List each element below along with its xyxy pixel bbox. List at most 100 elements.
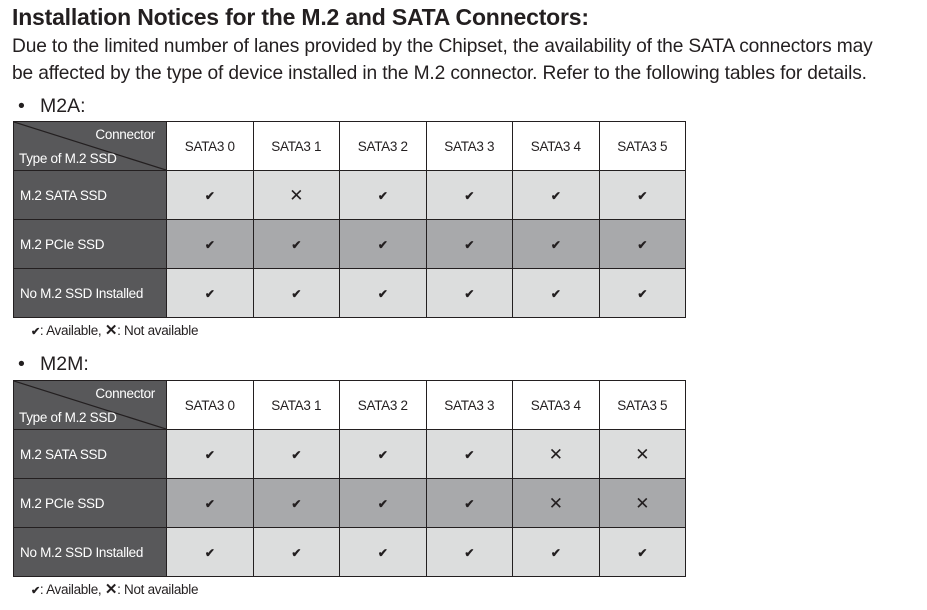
- check-icon: ✔: [204, 496, 215, 511]
- table-corner-cell: Connector Type of M.2 SSD: [13, 121, 167, 171]
- table-cell: ✔: [425, 527, 513, 577]
- row-header: M.2 SATA SSD: [13, 170, 167, 220]
- corner-ssd-type-label: Type of M.2 SSD: [19, 151, 117, 166]
- table-cell: ✕: [512, 478, 600, 528]
- table-cell: ✔: [425, 170, 513, 220]
- check-icon: ✔: [637, 237, 648, 252]
- table-cell: ✔: [339, 170, 427, 220]
- check-icon: ✔: [291, 447, 302, 462]
- cross-icon: ✕: [104, 322, 118, 339]
- check-icon: ✔: [204, 188, 215, 203]
- connector-table-m2m: Connector Type of M.2 SSD SATA3 0 SATA3 …: [13, 380, 686, 577]
- check-icon: ✔: [464, 447, 475, 462]
- table-cell: ✔: [512, 170, 600, 220]
- row-header: M.2 PCIe SSD: [13, 219, 167, 269]
- cross-icon: ✕: [104, 581, 118, 598]
- table-cell: ✔: [512, 219, 600, 269]
- table-cell: ✔: [166, 429, 254, 479]
- check-icon: ✔: [377, 188, 388, 203]
- table-cell: ✔: [598, 527, 686, 577]
- section-heading-m2m: • M2M:: [18, 353, 89, 376]
- corner-ssd-type-label: Type of M.2 SSD: [19, 410, 117, 425]
- table-cell: ✔: [598, 268, 686, 318]
- table-cell: ✕: [512, 429, 600, 479]
- table-corner-cell: Connector Type of M.2 SSD: [13, 380, 167, 430]
- table-cell: ✔: [166, 478, 254, 528]
- table-cell: ✔: [166, 527, 254, 577]
- check-icon: ✔: [377, 286, 388, 301]
- table-header-row: Connector Type of M.2 SSD SATA3 0 SATA3 …: [13, 380, 686, 430]
- table-cell: ✔: [252, 478, 340, 528]
- check-icon: ✔: [31, 585, 40, 597]
- check-icon: ✔: [464, 188, 475, 203]
- corner-connector-label: Connector: [95, 386, 155, 401]
- check-icon: ✔: [550, 188, 561, 203]
- check-icon: ✔: [637, 188, 648, 203]
- intro-line-2: be affected by the type of device instal…: [12, 63, 867, 84]
- table-cell: ✔: [598, 170, 686, 220]
- table-header-row: Connector Type of M.2 SSD SATA3 0 SATA3 …: [13, 121, 686, 171]
- table-row: No M.2 SSD Installed ✔ ✔ ✔ ✔ ✔ ✔: [13, 268, 686, 318]
- cross-icon: ✕: [635, 444, 650, 464]
- table-cell: ✕: [252, 170, 340, 220]
- table-row: M.2 PCIe SSD ✔ ✔ ✔ ✔ ✕ ✕: [13, 478, 686, 528]
- intro-line-1: Due to the limited number of lanes provi…: [12, 36, 873, 57]
- column-header: SATA3 0: [166, 121, 254, 171]
- check-icon: ✔: [204, 237, 215, 252]
- table-cell: ✔: [512, 527, 600, 577]
- table-cell: ✔: [166, 170, 254, 220]
- check-icon: ✔: [464, 545, 475, 560]
- check-icon: ✔: [464, 286, 475, 301]
- column-header: SATA3 2: [339, 121, 427, 171]
- legend-m2m: ✔: Available, ✕: Not available: [31, 580, 198, 598]
- check-icon: ✔: [204, 286, 215, 301]
- table-cell: ✔: [252, 527, 340, 577]
- column-header: SATA3 1: [252, 121, 340, 171]
- column-header: SATA3 5: [598, 121, 686, 171]
- table-cell: ✔: [425, 429, 513, 479]
- bullet-icon: •: [18, 95, 25, 117]
- table-cell: ✔: [339, 527, 427, 577]
- check-icon: ✔: [464, 237, 475, 252]
- table-row: No M.2 SSD Installed ✔ ✔ ✔ ✔ ✔ ✔: [13, 527, 686, 577]
- check-icon: ✔: [31, 326, 40, 338]
- check-icon: ✔: [377, 496, 388, 511]
- check-icon: ✔: [291, 496, 302, 511]
- table-cell: ✔: [252, 219, 340, 269]
- table-row: M.2 SATA SSD ✔ ✕ ✔ ✔ ✔ ✔: [13, 170, 686, 220]
- check-icon: ✔: [204, 545, 215, 560]
- check-icon: ✔: [550, 237, 561, 252]
- diagonal-divider: [14, 381, 166, 429]
- check-icon: ✔: [291, 237, 302, 252]
- table-cell: ✔: [512, 268, 600, 318]
- column-header: SATA3 3: [425, 121, 513, 171]
- table-cell: ✔: [339, 478, 427, 528]
- check-icon: ✔: [550, 286, 561, 301]
- table-cell: ✔: [425, 478, 513, 528]
- table-cell: ✔: [339, 429, 427, 479]
- check-icon: ✔: [550, 545, 561, 560]
- table-cell: ✔: [598, 219, 686, 269]
- intro-paragraph: Due to the limited number of lanes provi…: [12, 33, 922, 87]
- column-header: SATA3 3: [425, 380, 513, 430]
- section-heading-label: M2A:: [40, 95, 86, 117]
- cross-icon: ✕: [289, 185, 304, 205]
- table-cell: ✔: [252, 268, 340, 318]
- table-row: M.2 SATA SSD ✔ ✔ ✔ ✔ ✕ ✕: [13, 429, 686, 479]
- section-heading-label: M2M:: [40, 353, 89, 375]
- check-icon: ✔: [377, 545, 388, 560]
- table-cell: ✔: [339, 219, 427, 269]
- check-icon: ✔: [377, 447, 388, 462]
- legend-not-available-text: : Not available: [117, 582, 199, 597]
- check-icon: ✔: [291, 286, 302, 301]
- cross-icon: ✕: [548, 493, 563, 513]
- bullet-icon: •: [18, 353, 25, 375]
- table-cell: ✕: [598, 429, 686, 479]
- table-cell: ✔: [339, 268, 427, 318]
- table-cell: ✔: [166, 219, 254, 269]
- check-icon: ✔: [291, 545, 302, 560]
- corner-connector-label: Connector: [95, 127, 155, 142]
- column-header: SATA3 0: [166, 380, 254, 430]
- diagonal-divider: [14, 122, 166, 170]
- cross-icon: ✕: [635, 493, 650, 513]
